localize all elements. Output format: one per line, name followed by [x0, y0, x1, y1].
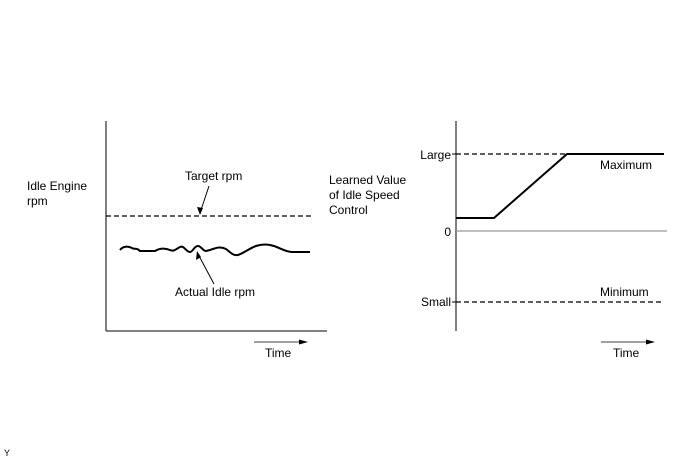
tick-zero: 0 [444, 225, 451, 239]
target-rpm-arrowhead [197, 207, 203, 215]
target-rpm-label: Target rpm [185, 169, 242, 183]
left-chart: Idle Engine rpm Target rpm Actual Idle r… [27, 121, 327, 360]
left-y-label: Idle Engine rpm [27, 179, 90, 208]
tick-small: Small [421, 295, 451, 309]
actual-idle-rpm-curve [119, 243, 310, 257]
right-y-label-line-3: Control [329, 203, 368, 217]
left-y-label-line-2: rpm [27, 194, 48, 208]
actual-idle-rpm-arrowhead [196, 251, 201, 260]
actual-idle-rpm-leader [197, 253, 215, 285]
corner-mark: Y [4, 448, 10, 458]
actual-idle-rpm-label: Actual Idle rpm [175, 285, 255, 299]
learned-value-curve [456, 153, 664, 219]
maximum-label: Maximum [600, 158, 652, 172]
left-y-label-line-1: Idle Engine [27, 179, 87, 193]
right-y-label-line-2: of Idle Speed [329, 188, 400, 202]
left-x-label: Time [265, 346, 292, 360]
right-time-arrowhead [646, 339, 655, 345]
right-x-label: Time [613, 346, 640, 360]
right-y-label-line-1: Learned Value [329, 173, 407, 187]
minimum-label: Minimum [600, 285, 649, 299]
tick-large: Large [420, 148, 451, 162]
left-time-arrowhead [299, 339, 308, 345]
right-y-label: Learned Value of Idle Speed Control [329, 173, 410, 217]
right-chart: Learned Value of Idle Speed Control Larg… [329, 121, 667, 360]
